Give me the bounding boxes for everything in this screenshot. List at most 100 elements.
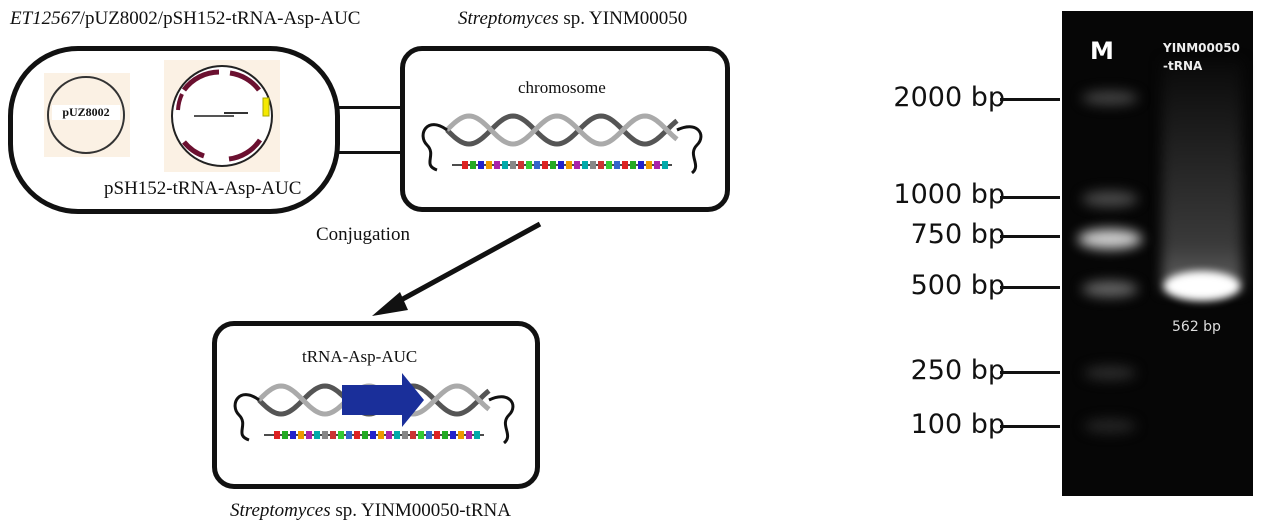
gene-arrow [426,431,432,439]
gene-arrow [478,161,484,169]
gene-arrow [470,161,476,169]
sample-lane-label: YINM00050-tRNA [1163,39,1240,75]
dna-loop-right [676,125,703,175]
mating-bridge-bottom [335,151,403,154]
plasmid-1-label: pUZ8002 [52,105,120,120]
gene-arrow [386,431,392,439]
dna-strand [445,113,679,147]
gene-arrow [402,431,408,439]
donor-strain-title: ET12567/pUZ8002/pSH152-tRNA-Asp-AUC [10,8,360,30]
gene-arrow [362,431,368,439]
gene-arrow [526,161,532,169]
gene-arrow [646,161,652,169]
gene-arrow [274,431,280,439]
gene-arrow [314,431,320,439]
conjugation-label: Conjugation [316,224,410,245]
marker-tick [1000,371,1060,374]
gene-arrow [346,431,352,439]
gene-arrow [434,431,440,439]
gene-arrow [378,431,384,439]
gene-arrow [606,161,612,169]
gene-arrow [502,161,508,169]
marker-tick [1000,286,1060,289]
donor-strain-name: ET12567 [10,8,80,29]
dna-loop-right [488,395,515,445]
gene-arrow [494,161,500,169]
gene-arrow [654,161,660,169]
gene-arrow [550,161,556,169]
gene-arrow [622,161,628,169]
exconjugant-title: Streptomyces sp. YINM00050-tRNA [230,500,511,522]
chromosome-helix [421,113,703,175]
gene-arrow [566,161,572,169]
gene-arrow [418,431,424,439]
gene-arrow [330,431,336,439]
gene-arrow [582,161,588,169]
sample-smear [1162,61,1242,291]
mating-bridge-top [335,106,403,109]
chromosome-label: chromosome [518,78,606,97]
gene-arrow [354,431,360,439]
gene-arrow [322,431,328,439]
marker-lane-label: M [1090,37,1114,65]
marker-band [1078,229,1142,249]
recipient-cell [400,46,730,212]
gene-arrow [558,161,564,169]
trna-insert-arrow [342,373,424,427]
gene-arrow [410,431,416,439]
marker-label-1000: 1000 bp [893,179,1005,210]
recipient-strain: sp. YINM00050 [558,8,688,29]
integrated-chromosome-helix [233,373,515,445]
gene-arrow [614,161,620,169]
marker-band [1082,191,1138,207]
marker-tick [1000,235,1060,238]
gene-arrow [394,431,400,439]
marker-label-750: 750 bp [910,219,1005,250]
gene-arrow [282,431,288,439]
exconjugant-strain: sp. YINM00050-tRNA [330,500,511,521]
gene-arrow [370,431,376,439]
plasmid-2-label: pSH152-tRNA-Asp-AUC [104,178,302,199]
dna-loop-left [421,123,448,172]
gene-arrow [542,161,548,169]
gene-arrow [662,161,668,169]
recipient-genus: Streptomyces [458,8,559,29]
marker-label-100: 100 bp [910,409,1005,440]
gene-arrow [306,431,312,439]
gene-arrow [338,431,344,439]
gene-arrow [630,161,636,169]
gene-arrow [450,431,456,439]
product-band [1164,271,1240,301]
product-size-label: 562 bp [1172,319,1221,335]
marker-band [1084,366,1136,380]
gene-arrow [442,431,448,439]
conjugation-arrow [372,221,542,316]
plasmid-psh152-map [164,60,280,172]
trna-insert-label: tRNA-Asp-AUC [302,347,418,366]
gene-arrow [638,161,644,169]
sample-lane-label-line2: -tRNA [1163,59,1203,73]
gene-arrow [466,431,472,439]
marker-label-2000: 2000 bp [893,82,1005,113]
marker-tick [1000,196,1060,199]
plasmid-puz8002: pUZ8002 [44,73,130,157]
gene-arrow [510,161,516,169]
gene-arrow [534,161,540,169]
marker-band [1082,91,1138,105]
gene-arrow [290,431,296,439]
gene-arrow [598,161,604,169]
marker-band [1082,281,1138,297]
gene-arrow [574,161,580,169]
marker-tick [1000,98,1060,101]
marker-tick [1000,425,1060,428]
marker-band [1084,419,1136,433]
gene-arrow [458,431,464,439]
dna-strand [445,113,679,147]
agarose-gel: M YINM00050-tRNA 562 bp [1062,11,1253,496]
marker-label-500: 500 bp [910,270,1005,301]
dna-loop-left [233,393,260,442]
gene-arrow [486,161,492,169]
gene-arrow [590,161,596,169]
marker-label-250: 250 bp [910,355,1005,386]
gene-arrow [462,161,468,169]
